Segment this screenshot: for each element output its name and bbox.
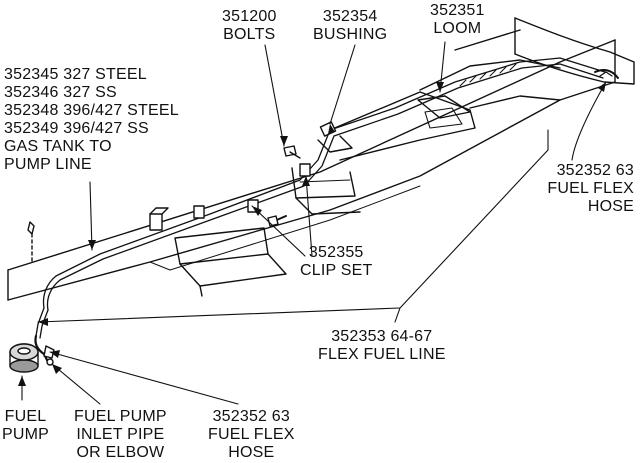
- rear-flex-hose: [594, 69, 619, 79]
- cross-member-front: [174, 227, 287, 297]
- label-bushing: 352354 BUSHING: [313, 8, 387, 44]
- inlet-pipe-line-2: INLET PIPE: [76, 426, 165, 443]
- bushing-part-number: 352354: [322, 8, 378, 25]
- leader-bushing: [329, 44, 356, 125]
- leader-flex-fuel-line-2: [37, 307, 401, 323]
- bushing: [319, 121, 337, 137]
- label-bolts: 351200 BOLTS: [222, 8, 277, 44]
- frame-rail: [7, 39, 616, 301]
- leader-gas-tank-line: [89, 181, 93, 251]
- gas-tank-line-row-1: 352345 327 STEEL: [4, 66, 147, 83]
- cross-member-rear: [317, 135, 353, 153]
- fuel-pump-line-2: PUMP: [2, 426, 50, 443]
- clip-set-part-number: 352355: [308, 244, 364, 261]
- leader-flex-hose-bottom: [49, 351, 239, 405]
- gas-tank-line-row-4: 352349 396/427 SS: [4, 120, 149, 137]
- leader-flex-fuel-line: [394, 129, 549, 323]
- label-clip-set: 352355 CLIP SET: [300, 244, 372, 280]
- flex-hose-top-name-1: FUEL FLEX: [547, 180, 634, 197]
- leader-lines: [21, 41, 607, 405]
- label-fuel-flex-hose-top: 352352 63 FUEL FLEX HOSE: [534, 162, 634, 216]
- clips: [149, 163, 311, 231]
- inlet-pipe-line-3: OR ELBOW: [76, 444, 165, 461]
- flex-hose-bottom-name-1: FUEL FLEX: [208, 426, 295, 443]
- flex-hose-bottom-name-2: HOSE: [228, 444, 275, 461]
- bushing-name: BUSHING: [313, 26, 388, 43]
- loom-name: LOOM: [433, 20, 482, 37]
- gas-tank-line-row-3: 352348 396/427 STEEL: [4, 102, 179, 119]
- flex-fuel-line-name: FLEX FUEL LINE: [318, 346, 446, 363]
- flex-fuel-line-part-number: 352353 64-67: [331, 328, 433, 345]
- leader-clip-set-a: [251, 205, 306, 257]
- flex-hose-bottom-part-number: 352352 63: [212, 408, 290, 425]
- leader-flex-hose-top: [571, 81, 607, 161]
- leader-bolts: [264, 44, 285, 147]
- label-gas-tank-line: 352345 327 STEEL 352346 327 SS 352348 39…: [4, 66, 179, 174]
- gas-tank-line-row-2: 352346 327 SS: [4, 84, 117, 101]
- bolts-part-number: 351200: [222, 8, 277, 25]
- leader-inlet-pipe: [51, 363, 101, 405]
- label-inlet-pipe: FUEL PUMP INLET PIPE OR ELBOW: [74, 408, 167, 462]
- front-flex-hose: [34, 334, 55, 366]
- leader-clip-set-b: [305, 175, 313, 257]
- inlet-pipe-line-1: FUEL PUMP: [74, 408, 167, 425]
- label-fuel-flex-hose-bottom: 352352 63 FUEL FLEX HOSE: [208, 408, 295, 462]
- label-flex-fuel-line: 352353 64-67 FLEX FUEL LINE: [318, 328, 446, 364]
- label-loom: 352351 LOOM: [430, 2, 485, 38]
- left-bracket: [27, 221, 35, 263]
- fuel-pump-drawing: [9, 343, 39, 373]
- flex-hose-top-part-number: 352352 63: [556, 162, 634, 179]
- flex-hose-top-name-2: HOSE: [587, 198, 634, 215]
- loom-part-number: 352351: [430, 2, 485, 19]
- loom: [459, 63, 517, 87]
- fuel-pump-line-1: FUEL: [4, 408, 47, 425]
- gas-tank-line-row-6: PUMP LINE: [4, 156, 92, 173]
- gas-tank-to-pump-line: [35, 57, 606, 339]
- clip-set-name: CLIP SET: [300, 262, 373, 279]
- bolts-drawing: [267, 145, 301, 227]
- gas-tank-line-row-5: GAS TANK TO: [4, 138, 112, 155]
- arrow-heads: [18, 82, 606, 386]
- bolts-name: BOLTS: [223, 26, 276, 43]
- label-fuel-pump: FUEL PUMP: [2, 408, 49, 444]
